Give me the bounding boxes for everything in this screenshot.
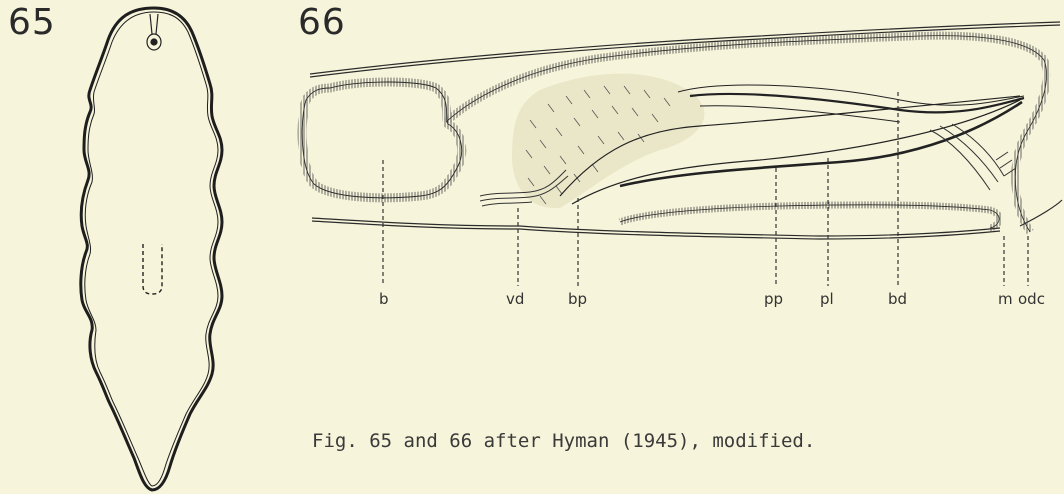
label-bp: bp <box>568 290 587 308</box>
label-vd: vd <box>506 290 524 308</box>
oviduct-fan <box>930 124 1016 190</box>
bursa-b <box>302 82 461 198</box>
label-b: b <box>379 290 389 308</box>
figure-number-66: 66 <box>298 2 346 43</box>
label-m: m <box>998 290 1013 308</box>
label-pp: pp <box>764 290 783 308</box>
figure-number-65: 65 <box>8 2 56 43</box>
label-pl: pl <box>820 290 834 308</box>
label-odc: odc <box>1018 290 1045 308</box>
genital-atrium <box>620 205 999 228</box>
label-leaders <box>383 92 1028 286</box>
worm-outline-fig65 <box>81 8 222 490</box>
label-bd: bd <box>888 290 907 308</box>
anterior-organ-fig65 <box>147 14 161 50</box>
pharynx-outline-fig65 <box>143 244 162 294</box>
penis-bulb-bp <box>512 74 704 208</box>
figure-caption: Fig. 65 and 66 after Hyman (1945), modif… <box>312 430 815 452</box>
